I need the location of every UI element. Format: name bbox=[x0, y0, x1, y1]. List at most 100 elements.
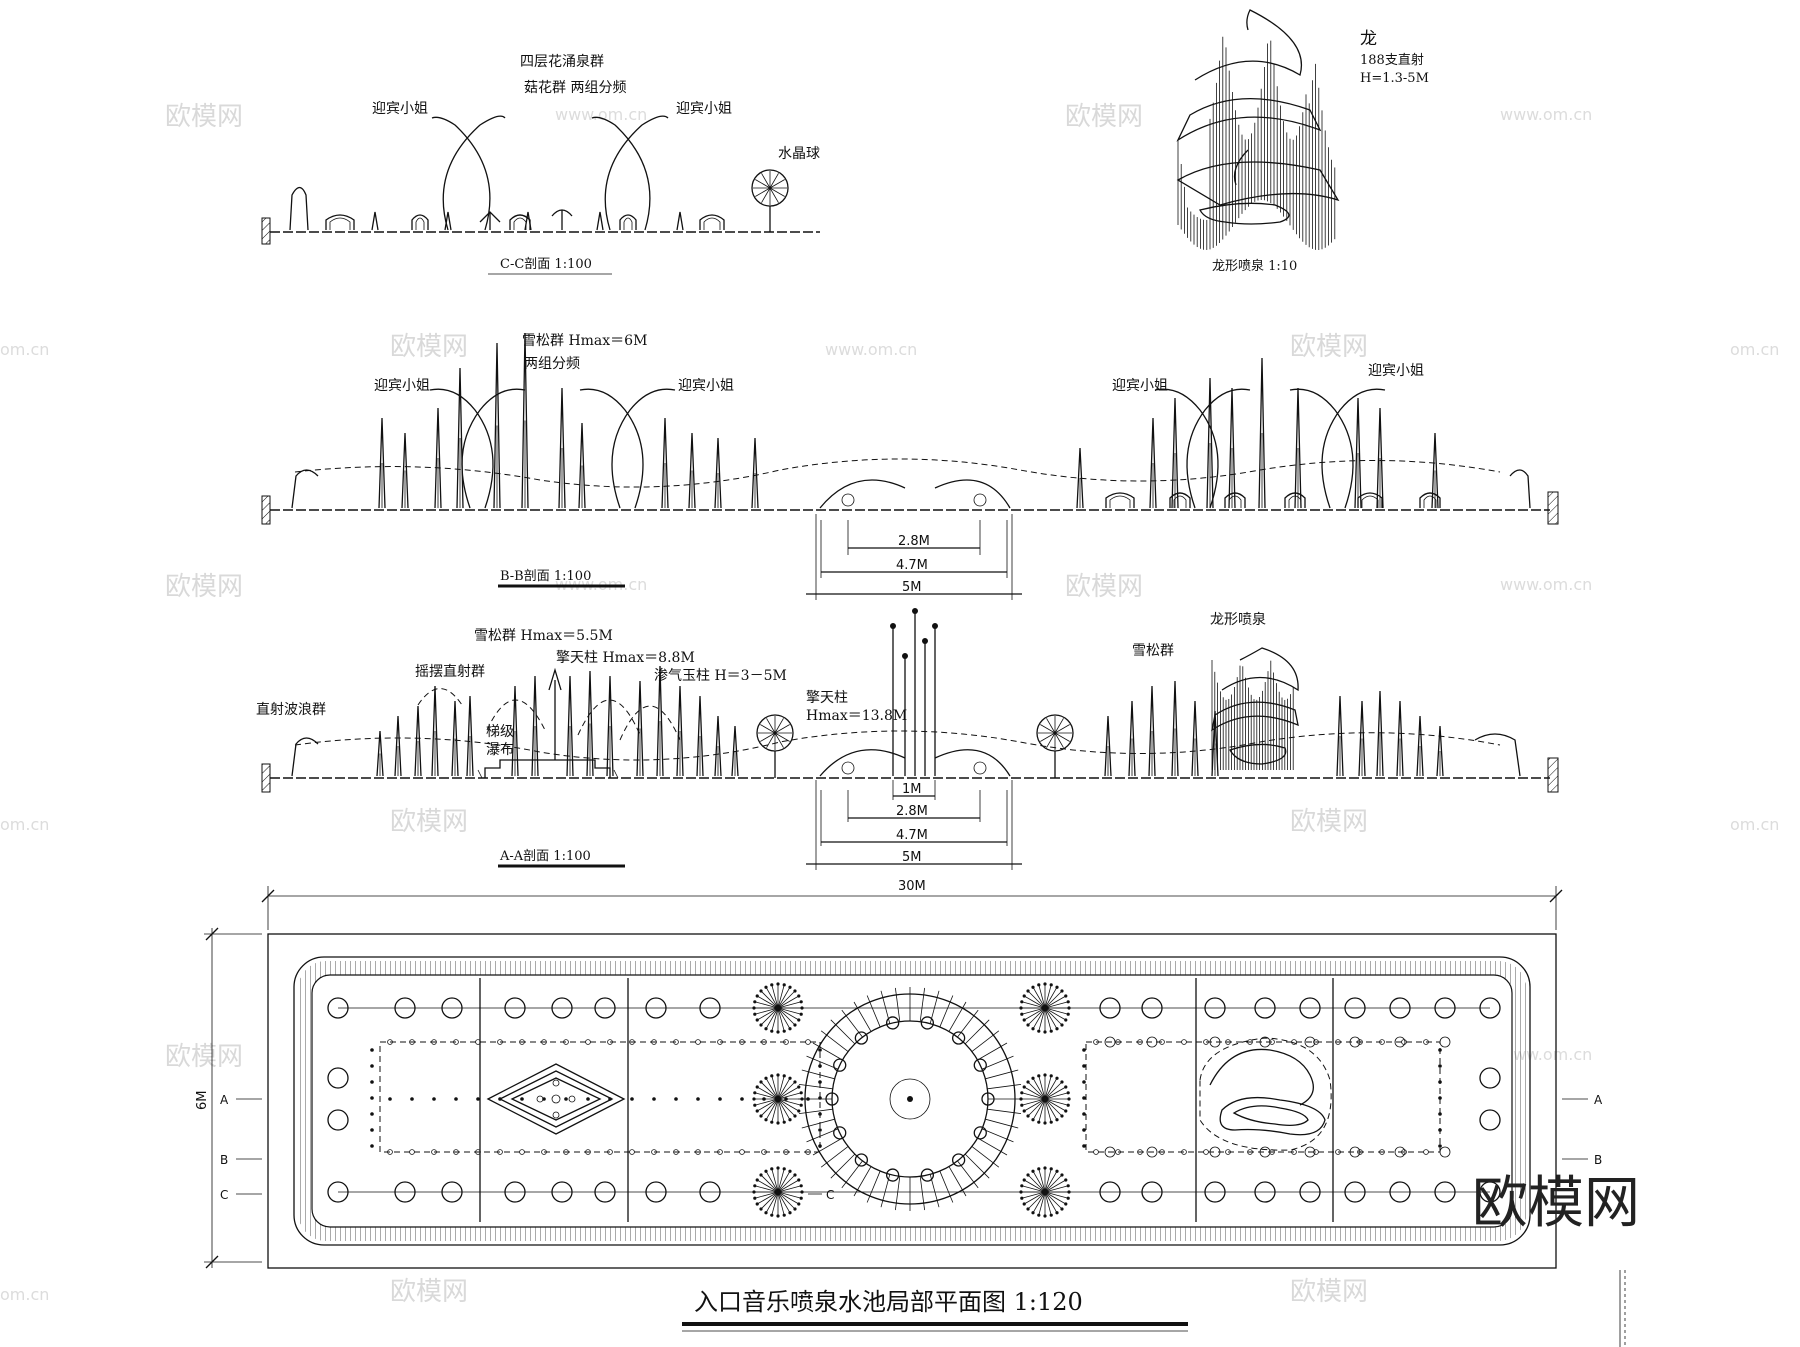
snow-pine-jet bbox=[1354, 397, 1362, 509]
starburst-ray bbox=[1044, 1092, 1069, 1100]
nozzle-dot bbox=[370, 1128, 374, 1132]
starburst-tip bbox=[1020, 1184, 1024, 1188]
starburst-ray bbox=[1027, 1174, 1046, 1193]
starburst-ray bbox=[1021, 1191, 1046, 1199]
starburst-tip bbox=[755, 994, 759, 998]
snow-pine-jet bbox=[606, 675, 614, 777]
starburst-ray bbox=[777, 1171, 791, 1193]
snow-pine-jet bbox=[1206, 377, 1214, 509]
nozzle-dot bbox=[1423, 1149, 1429, 1155]
starburst-ray bbox=[760, 1191, 779, 1210]
nozzle-dot bbox=[1082, 1096, 1086, 1100]
radial-jet bbox=[801, 1118, 835, 1129]
starburst-ray bbox=[777, 1185, 802, 1193]
nozzle-flower bbox=[1304, 1036, 1316, 1048]
plan-title: 入口音乐喷泉水池局部平面图 1:120 bbox=[694, 1288, 1083, 1316]
dragon-caption: 龙形喷泉 1:10 bbox=[1212, 258, 1297, 274]
label-wave-jets: 直射波浪群 bbox=[256, 701, 326, 718]
nozzle-dot bbox=[1093, 1149, 1099, 1155]
label-seep-pillar: 渗气玉柱 H＝3－5M bbox=[654, 668, 787, 684]
nozzle-dot bbox=[1313, 1149, 1319, 1155]
starburst-ray bbox=[1044, 1168, 1052, 1193]
starburst-center bbox=[775, 1005, 781, 1011]
dragon-fountain-detail: 龙 188支直射 H=1.3-5M 龙形喷泉 1:10 bbox=[1176, 9, 1429, 274]
starburst-tip bbox=[1066, 1000, 1070, 1004]
flower-bubble-jet-inner bbox=[1423, 495, 1437, 508]
snow-pine-jet bbox=[1148, 685, 1156, 777]
starburst-tip bbox=[797, 1109, 801, 1113]
nozzle-dot bbox=[475, 1149, 481, 1155]
snow-pine-jet bbox=[676, 685, 684, 777]
starburst-ray bbox=[1024, 1007, 1046, 1021]
snow-pine-jet bbox=[636, 680, 644, 777]
starburst-ray bbox=[765, 1078, 779, 1100]
starburst-tip bbox=[1026, 1080, 1030, 1084]
starburst-tip bbox=[793, 1207, 797, 1211]
nozzle-ring bbox=[1389, 997, 1411, 1019]
starburst-ray bbox=[1044, 1185, 1069, 1193]
nozzle-dot bbox=[519, 1039, 525, 1045]
marker-c-left: C bbox=[220, 1188, 228, 1202]
starburst-tip bbox=[1037, 1074, 1041, 1078]
starburst-tip bbox=[759, 1114, 763, 1118]
starburst-ray bbox=[1044, 1191, 1058, 1213]
crystal-ball-spoke bbox=[1046, 732, 1056, 748]
ring-flower-jet bbox=[920, 1168, 935, 1182]
starburst-tip bbox=[782, 1029, 786, 1033]
starburst-ray bbox=[1032, 987, 1046, 1009]
starburst-ray bbox=[777, 1191, 791, 1213]
snow-pine-jet bbox=[376, 730, 384, 777]
starburst-ray bbox=[777, 1086, 799, 1100]
snow-pine-jet bbox=[1416, 715, 1424, 777]
starburst-ray bbox=[1021, 1001, 1046, 1009]
nozzle-dot bbox=[409, 1149, 415, 1155]
starburst-tip bbox=[776, 982, 780, 986]
flower-bubble-jet bbox=[1105, 492, 1135, 508]
snow-pine-jet bbox=[1376, 407, 1384, 509]
starburst-ray bbox=[1044, 1007, 1052, 1032]
nozzle-flower bbox=[1209, 1036, 1221, 1048]
starburst-tip bbox=[799, 1103, 803, 1107]
starburst-tip bbox=[1049, 1213, 1053, 1217]
flower-bubble-jet bbox=[1419, 492, 1441, 508]
radial-jet bbox=[830, 1019, 856, 1045]
starburst-ray bbox=[1021, 1092, 1046, 1100]
nozzle-dot bbox=[431, 1039, 437, 1045]
starburst-tip bbox=[782, 983, 786, 987]
starburst-tip bbox=[1020, 1103, 1024, 1107]
radial-jet bbox=[820, 1030, 849, 1052]
nozzle-ring bbox=[1344, 1181, 1366, 1203]
ring-flower-jet bbox=[951, 1031, 966, 1045]
starburst-ray bbox=[1021, 1185, 1046, 1193]
nozzle-dot bbox=[1438, 1080, 1442, 1084]
starburst-ray bbox=[777, 987, 791, 1009]
starburst-ray bbox=[1038, 984, 1046, 1009]
starburst-ray bbox=[777, 1007, 799, 1021]
starburst-tip bbox=[759, 1023, 763, 1027]
nozzle-ring bbox=[1141, 1181, 1163, 1203]
dim-2-8m: 2.8M bbox=[896, 804, 928, 819]
starburst-ray bbox=[1044, 1098, 1058, 1120]
nozzle-dot bbox=[630, 1097, 634, 1101]
watermark-url: om.cn bbox=[1730, 340, 1779, 359]
watermark-text: 欧模网 bbox=[1065, 102, 1143, 132]
starburst-ray bbox=[1024, 1086, 1046, 1100]
starburst-tip bbox=[1064, 1085, 1068, 1089]
starburst-tip bbox=[755, 1018, 759, 1022]
crystal-ball-spoke bbox=[774, 724, 790, 734]
nozzle-ring bbox=[394, 1181, 416, 1203]
starburst-tip bbox=[797, 994, 801, 998]
starburst-tip bbox=[1031, 1076, 1035, 1080]
starburst-tip bbox=[753, 1091, 757, 1095]
starburst-ray bbox=[777, 1179, 799, 1193]
marker-b-left: B bbox=[220, 1153, 228, 1167]
starburst-ray bbox=[1044, 1007, 1069, 1015]
starburst-ray bbox=[1027, 1081, 1046, 1100]
starburst-tip bbox=[759, 989, 763, 993]
nozzle-dot bbox=[1335, 1149, 1341, 1155]
nozzle-dot bbox=[696, 1097, 700, 1101]
radial-jet bbox=[820, 1146, 849, 1168]
starburst-tip bbox=[1043, 1166, 1047, 1170]
starburst-tip bbox=[1020, 1012, 1024, 1016]
